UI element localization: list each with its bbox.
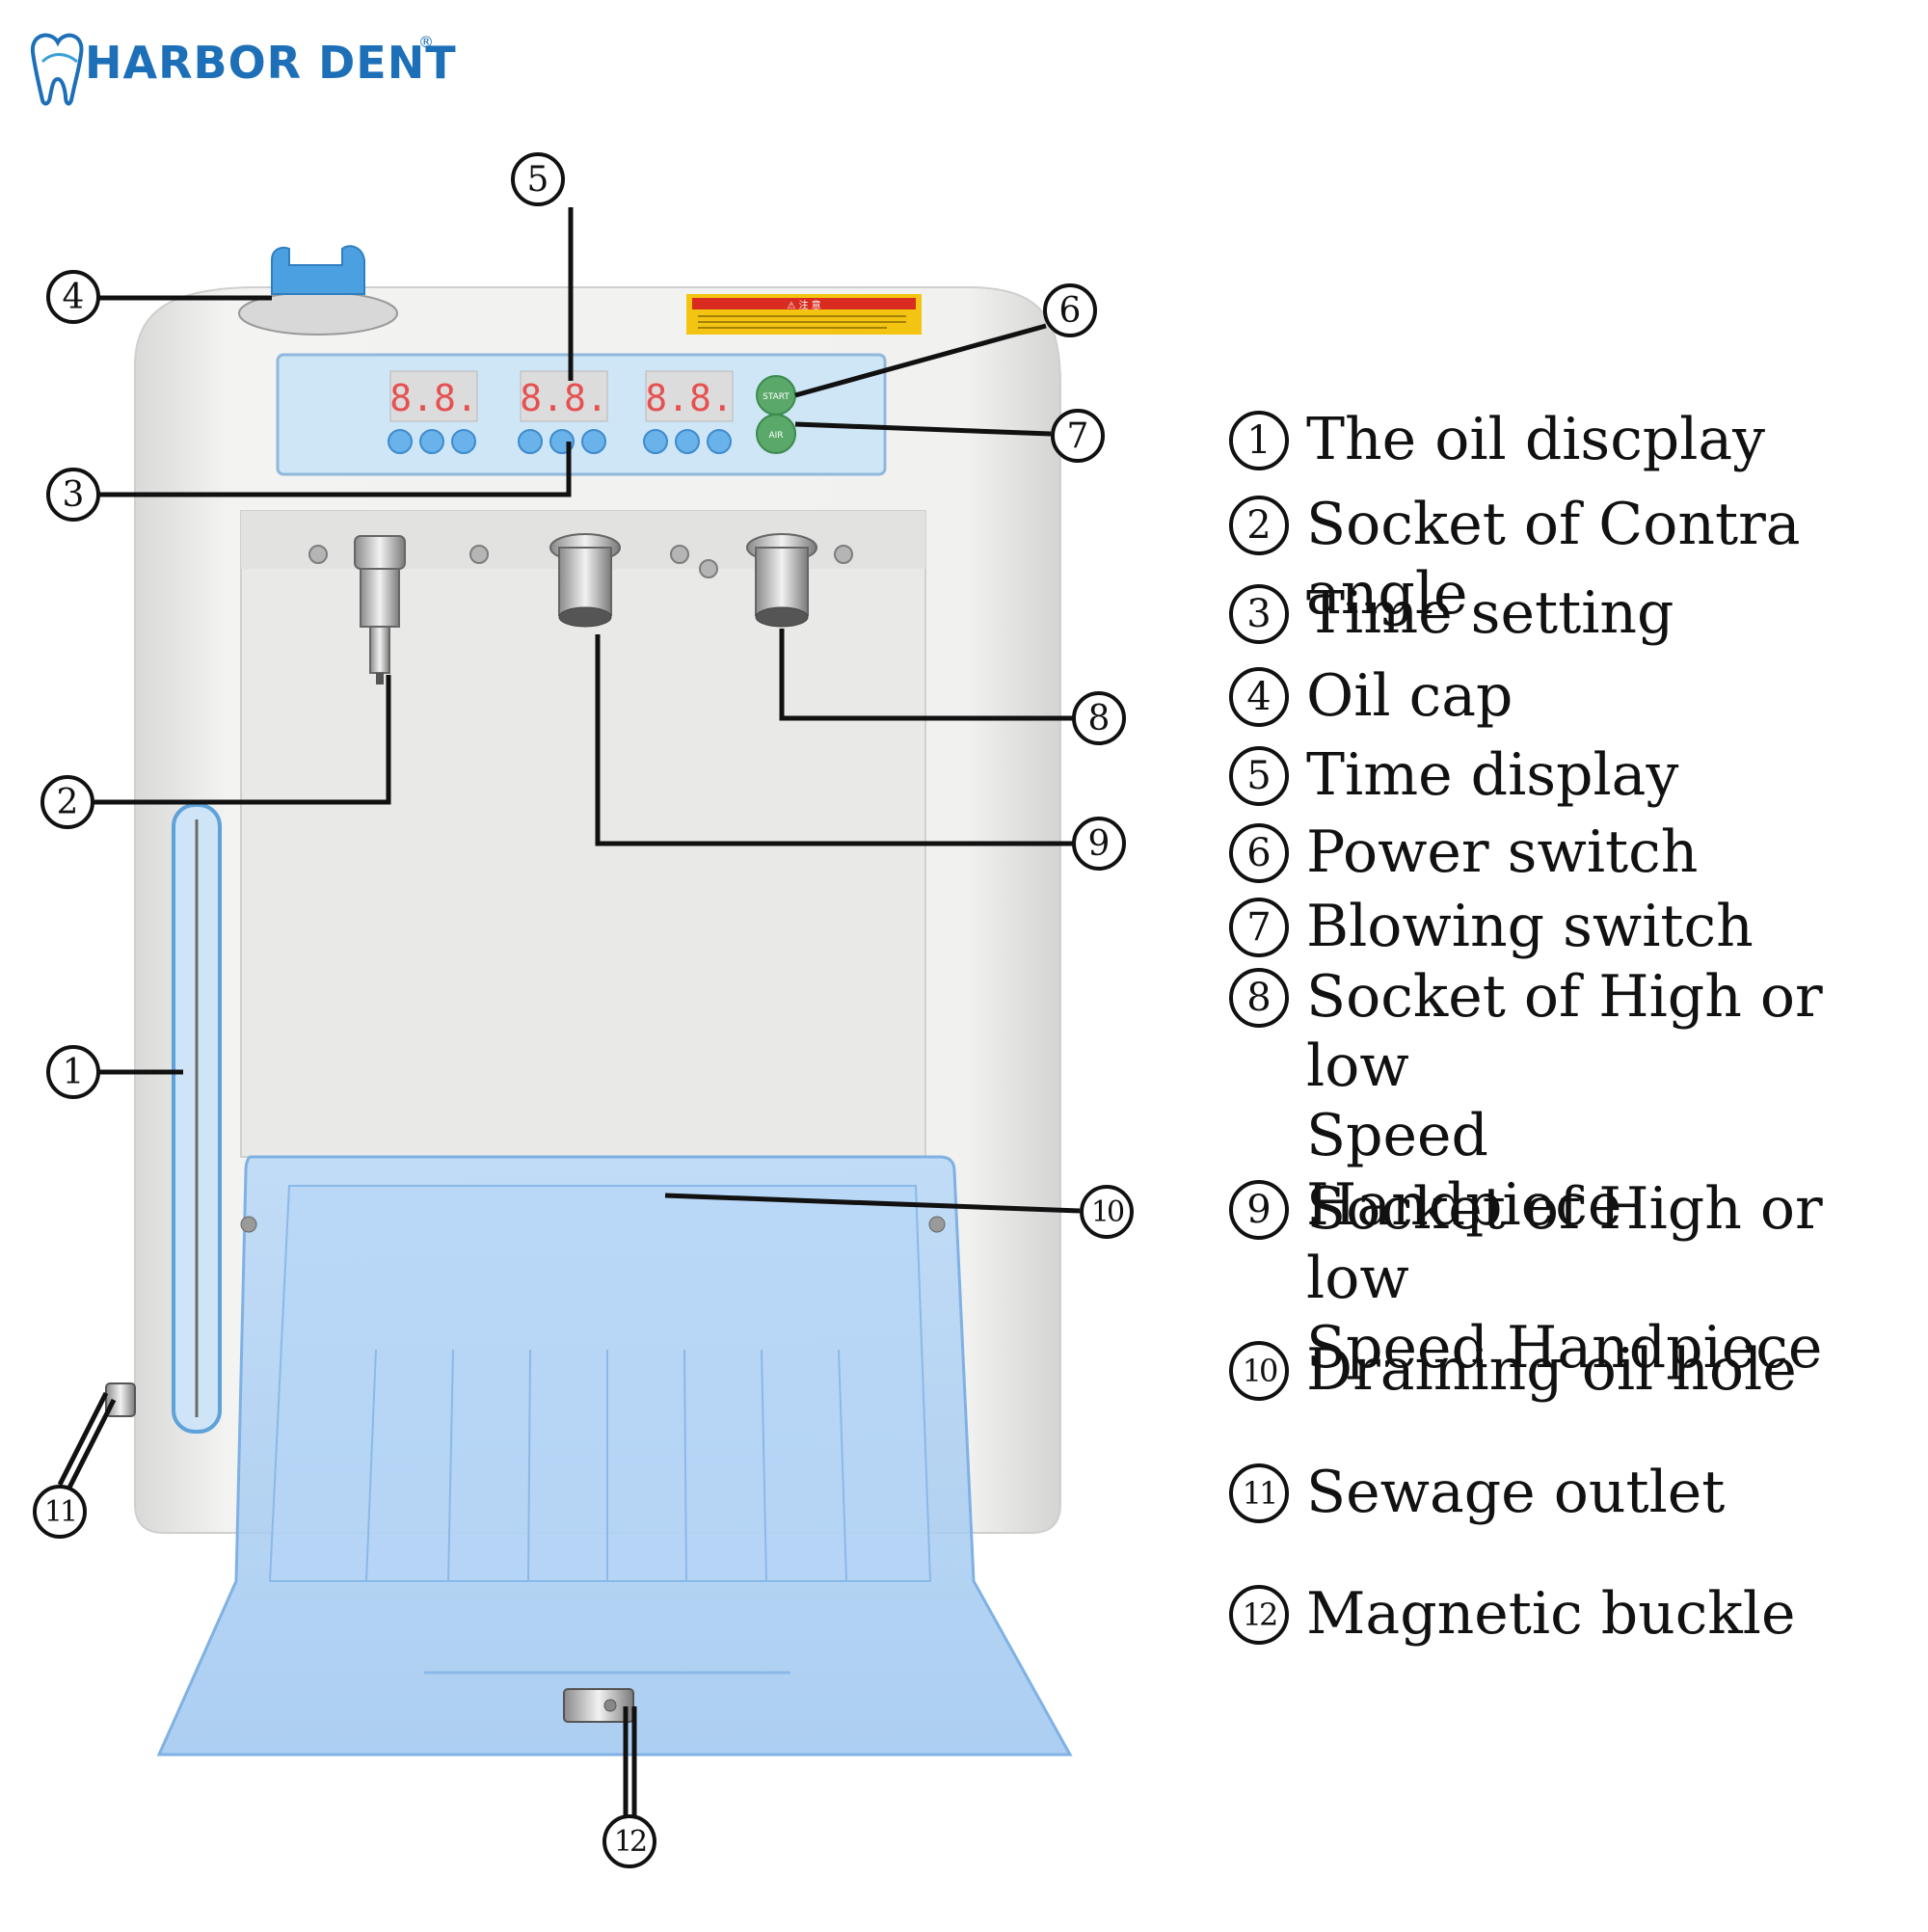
callout-8: 8: [1072, 691, 1126, 745]
legend-number: 4: [1229, 667, 1289, 727]
legend-label: Blowing switch: [1306, 893, 1754, 960]
legend-item-5: 5 Time display: [1229, 740, 1678, 810]
tray-ribs: [365, 1349, 847, 1582]
callout-10: 10: [1080, 1185, 1134, 1239]
callout-11: 11: [33, 1485, 87, 1539]
legend-label: Power switch: [1306, 818, 1699, 886]
registered-mark: ®: [418, 33, 434, 51]
oil-cap-ring: [238, 291, 398, 335]
legend-item-4: 4 Oil cap: [1229, 661, 1513, 731]
callout-9: 9: [1072, 817, 1126, 871]
tooth-logo-icon: [30, 33, 84, 106]
legend-label: Oil cap: [1306, 662, 1513, 730]
callout-6: 6: [1043, 283, 1097, 337]
legend-item-12: 12 Magnetic buckle: [1229, 1579, 1795, 1649]
legend-number: 3: [1229, 584, 1289, 644]
callout-7: 7: [1051, 409, 1105, 463]
legend-number: 6: [1229, 823, 1289, 883]
digital-displays: 8.8. 8.8. 8.8.: [389, 370, 734, 422]
callout-12: 12: [602, 1814, 656, 1868]
legend-number: 11: [1229, 1463, 1289, 1523]
legend-label: The oil discplay: [1306, 406, 1766, 473]
callout-1: 1: [46, 1045, 100, 1099]
legend-label: Sewage outlet: [1306, 1459, 1726, 1526]
callout-5: 5: [511, 152, 565, 206]
legend-number: 7: [1229, 898, 1289, 957]
time-display-digits: 8.8.: [520, 377, 608, 419]
callout-3: 3: [46, 468, 100, 522]
legend-item-6: 6 Power switch: [1229, 818, 1698, 887]
legend-number: 9: [1229, 1180, 1289, 1240]
legend-number: 5: [1229, 746, 1289, 806]
legend-item-11: 11 Sewage outlet: [1229, 1458, 1725, 1527]
legend-label: Draining oil hole: [1306, 1336, 1797, 1404]
lubrication-device-illustration: ⚠ 注 意 8.8. 8.8. 8.8. START AIR: [33, 152, 1134, 1868]
legend-label: Time setting: [1306, 579, 1674, 647]
legend-number: 12: [1229, 1585, 1289, 1645]
legend-label: Magnetic buckle: [1306, 1580, 1796, 1648]
legend-item-8: 8 Socket of High or low Speed Handpiece: [1229, 962, 1923, 1240]
legend-item-10: 10 Draining oil hole: [1229, 1335, 1797, 1405]
legend-number: 8: [1229, 968, 1289, 1028]
oil-cap: [271, 245, 365, 295]
start-label: START: [763, 392, 790, 402]
legend-number: 1: [1229, 411, 1289, 470]
third-display-digits: 8.8.: [645, 377, 734, 419]
legend-item-9: 9 Socket of High or low Speed Handpiece: [1229, 1174, 1923, 1382]
magnetic-buckle: [563, 1688, 634, 1723]
warning-text: ⚠ 注 意: [787, 299, 820, 311]
oil-display-digits: 8.8.: [389, 377, 478, 419]
callout-4: 4: [46, 270, 100, 324]
legend-label: Time display: [1306, 741, 1679, 809]
setting-buttons: [388, 429, 732, 454]
screws: [308, 545, 853, 578]
callout-2: 2: [40, 775, 94, 829]
brand-name: HARBOR DENT: [85, 37, 457, 89]
high-low-speed-socket-right: [746, 533, 817, 628]
legend-item-7: 7 Blowing switch: [1229, 892, 1754, 961]
legend-number: 10: [1229, 1341, 1289, 1401]
high-low-speed-socket-left: [549, 533, 621, 628]
legend-label: Socket of Contra angle: [1306, 491, 1801, 628]
legend-item-3: 3 Time setting: [1229, 578, 1674, 648]
sewage-outlet: [105, 1382, 136, 1417]
device-drawing: ⚠ 注 意 8.8. 8.8. 8.8. START AIR: [105, 245, 1073, 1757]
legend-label: Socket of High or low Speed Handpiece: [1306, 963, 1823, 1239]
legend-item-2: 2 Socket of Contra angle: [1229, 490, 1923, 629]
legend-item-1: 1 The oil discplay: [1229, 405, 1765, 474]
legend-number: 2: [1229, 496, 1289, 555]
legend-label: Socket of High or low Speed Handpiece: [1306, 1175, 1823, 1382]
air-label: AIR: [768, 431, 783, 441]
